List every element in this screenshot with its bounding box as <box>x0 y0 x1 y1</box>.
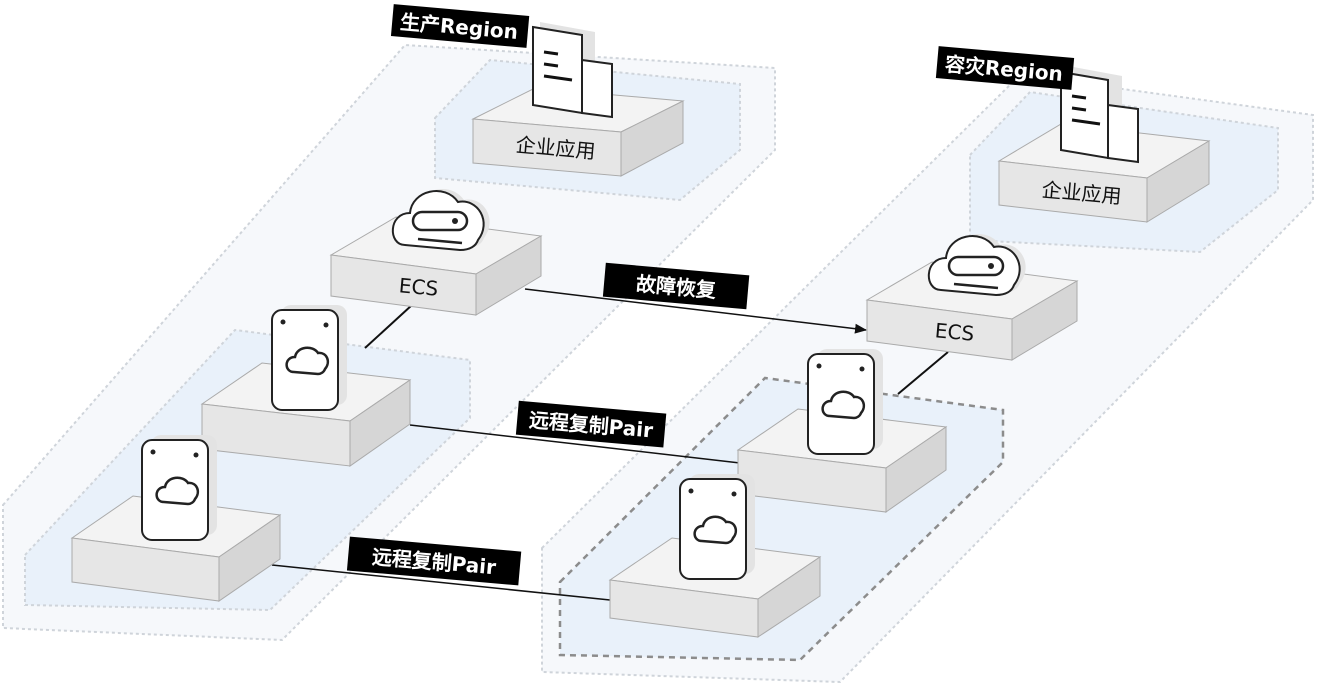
dr-app-box: 企业应用 <box>997 66 1211 223</box>
dr-ecs-label: ECS <box>934 318 975 345</box>
connectors <box>271 288 949 601</box>
cloud-server-icon <box>391 189 490 252</box>
document-icon <box>1060 66 1139 164</box>
dr-region-tag: 容灾Region <box>935 46 1075 90</box>
cloud-disk-icon <box>271 305 347 411</box>
dr-disk-box-lower <box>608 474 822 638</box>
failover-arrow <box>524 288 867 334</box>
production-ecs-box: ECS <box>329 189 543 316</box>
cloud-disk-icon <box>679 474 755 580</box>
production-app-box: 企业应用 <box>471 22 685 177</box>
cloud-disk-icon <box>141 435 217 541</box>
cloud-disk-icon <box>807 349 883 455</box>
replication-pair-tag-upper: 远程复制Pair <box>515 400 667 448</box>
production-disk-box-lower <box>70 435 282 602</box>
production-region-tag: 生产Region <box>390 4 530 48</box>
cloud-server-icon <box>927 234 1026 297</box>
failover-tag: 故障恢复 <box>602 262 750 310</box>
production-ecs-label: ECS <box>398 273 439 300</box>
dr-disk-box-upper <box>736 349 948 513</box>
replication-pair-tag-lower: 远程复制Pair <box>346 536 522 586</box>
document-icon <box>532 22 613 119</box>
dr-ecs-box: ECS <box>865 234 1079 361</box>
production-disk-box-upper <box>200 305 412 467</box>
